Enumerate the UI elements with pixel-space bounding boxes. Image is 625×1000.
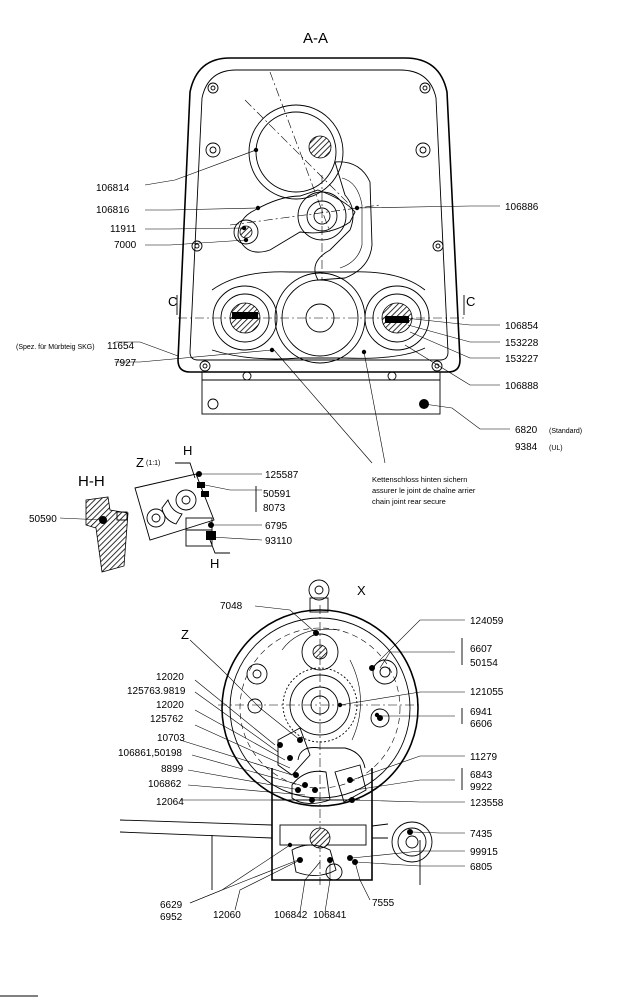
label-7555: 7555 <box>372 898 395 909</box>
side-coupling <box>391 821 433 863</box>
note-line-en: chain joint rear secure <box>372 497 446 506</box>
label-12060: 12060 <box>213 910 241 921</box>
cut-marker-bottom: H <box>210 556 219 571</box>
label-106886: 106886 <box>505 202 539 213</box>
label-106842: 106842 <box>274 910 308 921</box>
label-9922: 9922 <box>470 782 493 793</box>
label-125587: 125587 <box>265 470 299 481</box>
upper-wheel <box>248 104 344 200</box>
section-marker-left: C <box>168 294 177 309</box>
label-12020-a: 12020 <box>156 672 184 683</box>
label-50591: 50591 <box>263 489 291 500</box>
label-125762: 125762 <box>150 714 184 725</box>
label-8899: 8899 <box>161 764 184 775</box>
section-title-aa: A-A <box>303 30 328 47</box>
label-ul: (UL) <box>549 445 563 452</box>
note-line-fr: assurer le joint de chaîne arrier <box>372 486 476 495</box>
label-12020-b: 12020 <box>156 700 184 711</box>
label-125763-9819: 125763.9819 <box>127 686 186 697</box>
detail-title-z: Z <box>136 455 144 470</box>
section-marker-right: C <box>466 294 475 309</box>
label-12064: 12064 <box>156 797 184 808</box>
label-153228: 153228 <box>505 338 539 349</box>
label-106862: 106862 <box>148 779 182 790</box>
label-50590: 50590 <box>29 514 57 525</box>
label-106816: 106816 <box>96 205 130 216</box>
label-7000: 7000 <box>114 240 137 251</box>
cam-sector <box>314 161 373 281</box>
label-153227: 153227 <box>505 354 539 365</box>
label-11911: 11911 <box>110 224 137 235</box>
detail-scale: (1:1) <box>146 460 160 467</box>
top-lug <box>308 579 330 601</box>
label-6820: 6820 <box>515 425 538 436</box>
section-title-hh: H-H <box>78 473 105 490</box>
right-lever <box>334 764 367 803</box>
label-6805: 6805 <box>470 862 493 873</box>
label-123558: 123558 <box>470 798 504 809</box>
label-standard: (Standard) <box>549 428 582 435</box>
label-50154: 50154 <box>470 658 498 669</box>
label-6795: 6795 <box>265 521 288 532</box>
label-106814: 106814 <box>96 183 130 194</box>
top-right-leaders <box>354 205 510 430</box>
housing-inner-outline <box>189 69 449 361</box>
z-detail-plate <box>134 473 215 541</box>
label-6607: 6607 <box>470 644 493 655</box>
label-note-spez: (Spez. für Mürbteig SKG) <box>16 344 95 351</box>
bottom-right-leaders <box>339 619 465 867</box>
view-title-x: X <box>357 583 366 598</box>
label-121055: 121055 <box>470 687 504 698</box>
hh-section-part <box>85 496 129 573</box>
label-106888: 106888 <box>505 381 539 392</box>
label-7927: 7927 <box>114 358 137 369</box>
drive-arm <box>237 189 356 253</box>
label-124059: 124059 <box>470 616 504 627</box>
housing-outline <box>177 57 461 373</box>
top-left-leaders <box>115 147 275 363</box>
note-line-de: Kettenschloss hinten sichern <box>372 475 467 484</box>
label-6843: 6843 <box>470 770 493 781</box>
cut-marker-top: H <box>183 443 192 458</box>
bottom-view: X Z <box>118 579 504 923</box>
top-view: A-A <box>16 30 582 506</box>
base-plate <box>201 371 441 415</box>
label-8073: 8073 <box>263 503 286 514</box>
label-7048: 7048 <box>220 601 243 612</box>
label-106854: 106854 <box>505 321 539 332</box>
label-6629: 6629 <box>160 900 183 911</box>
lower-block <box>271 768 373 881</box>
label-6606: 6606 <box>470 719 493 730</box>
bottom-left-leaders <box>179 605 371 913</box>
label-106841: 106841 <box>313 910 347 921</box>
part-marker-dots <box>277 630 413 865</box>
label-11654: 11654 <box>107 341 135 352</box>
detail-view: Z (1:1) H H H-H 125587 50591 8073 <box>29 443 299 573</box>
z-marker: Z <box>181 627 189 642</box>
label-99915: 99915 <box>470 847 498 858</box>
label-106861-50198: 106861,50198 <box>118 748 182 759</box>
label-93110: 93110 <box>265 536 293 547</box>
housing-bolt-holes <box>191 82 444 410</box>
label-9384: 9384 <box>515 442 538 453</box>
label-6952: 6952 <box>160 912 183 923</box>
left-lever <box>277 727 311 776</box>
label-10703: 10703 <box>157 733 185 744</box>
label-11279: 11279 <box>470 752 498 763</box>
label-6941: 6941 <box>470 707 493 718</box>
chain-path <box>211 271 426 360</box>
upper-shaft-section <box>308 135 332 159</box>
label-7435: 7435 <box>470 829 493 840</box>
